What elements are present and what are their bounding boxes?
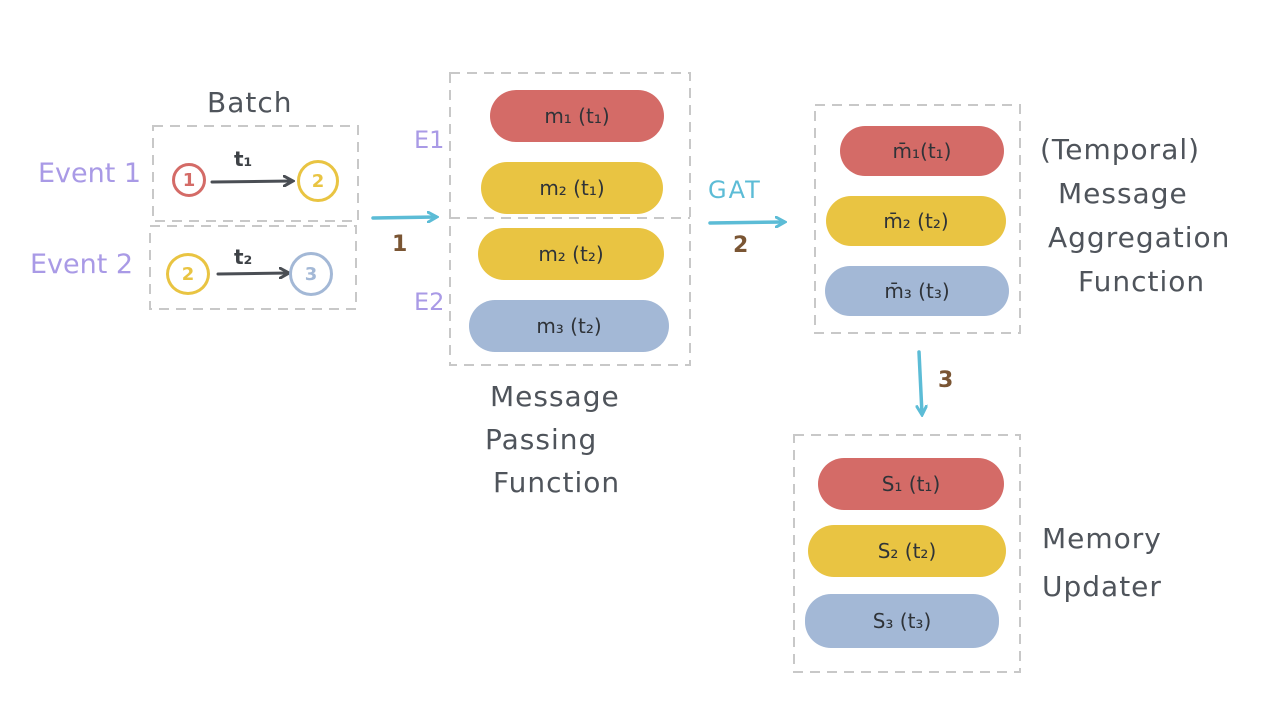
aggregation-box (814, 104, 1021, 334)
memory-title-line2: Updater (1042, 570, 1162, 603)
event1-source-node: 1 (172, 163, 206, 197)
memory-state-pill-s1: S₁ (t₁) (818, 458, 1004, 510)
event1-time-label: t₁ (234, 147, 253, 171)
event2-source-node: 2 (166, 253, 210, 295)
event1-target-node: 2 (297, 160, 339, 202)
message-pill-m1-t1: m₁ (t₁) (490, 90, 664, 142)
message-pill-m2-t2: m₂ (t₂) (478, 228, 664, 280)
e2-label: E2 (414, 288, 445, 316)
event2-time-label: t₂ (234, 245, 253, 269)
aggregated-pill-m1: m̄₁(t₁) (840, 126, 1004, 176)
step2-label: 2 (733, 233, 749, 258)
event1-box (152, 125, 359, 222)
message-passing-title-line2: Passing (485, 423, 598, 456)
event2-label: Event 2 (30, 249, 134, 280)
event2-edge-arrow (216, 273, 288, 274)
message-passing-title-line3: Function (493, 466, 621, 499)
aggregated-pill-m3: m̄₃ (t₃) (825, 266, 1009, 316)
message-pill-m3-t2: m₃ (t₂) (469, 300, 669, 352)
memory-box (793, 434, 1021, 673)
event2-box (149, 225, 357, 310)
step3-arrow (919, 350, 922, 414)
memory-title: Memory Updater (1042, 515, 1162, 611)
aggregation-title-line2: Message (1058, 177, 1188, 210)
message-passing-title: Message Passing Function (485, 375, 621, 504)
step3-label: 3 (938, 368, 954, 393)
event1-label: Event 1 (38, 158, 142, 189)
step1-label: 1 (392, 232, 408, 257)
memory-state-pill-s2: S₂ (t₂) (808, 525, 1006, 577)
aggregation-title: (Temporal) Message Aggregation Function (1040, 128, 1230, 304)
aggregated-pill-m2: m̄₂ (t₂) (826, 196, 1006, 246)
batch-title: Batch (207, 86, 293, 119)
event1-edge-arrow (210, 181, 292, 182)
aggregation-title-line4: Function (1078, 265, 1206, 298)
aggregation-title-line3: Aggregation (1048, 221, 1231, 254)
memory-state-pill-s3: S₃ (t₃) (805, 594, 999, 648)
message-passing-title-line1: Message (490, 380, 620, 413)
step2-arrow (708, 222, 784, 223)
step1-arrow (371, 217, 436, 218)
e1-label: E1 (414, 126, 445, 154)
gat-label: GAT (708, 176, 762, 204)
memory-title-line1: Memory (1042, 522, 1162, 555)
event2-target-node: 3 (289, 252, 333, 296)
message-pill-m2-t1: m₂ (t₁) (481, 162, 663, 214)
aggregation-title-line1: (Temporal) (1040, 133, 1201, 166)
